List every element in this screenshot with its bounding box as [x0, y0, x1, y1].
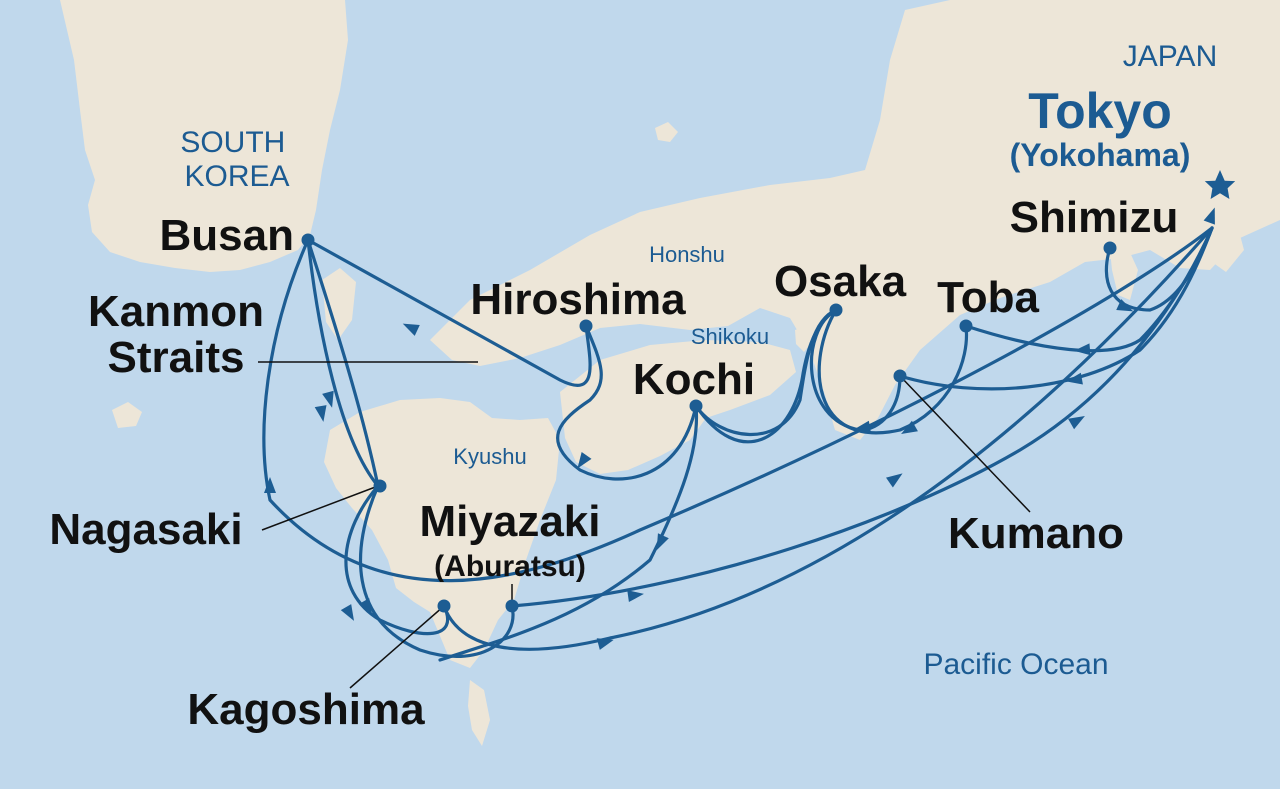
port-label-toba: Toba: [937, 273, 1039, 322]
shikoku-landmass: [560, 340, 796, 474]
route-arrow: [1066, 372, 1083, 385]
route-arrow: [886, 473, 903, 488]
port-label-kagoshima: Kagoshima: [187, 685, 425, 734]
port-dot-nagasaki: [373, 479, 387, 493]
port-dot-hiroshima: [579, 319, 593, 333]
route-arrow: [1116, 299, 1134, 312]
port-dot-miyazaki: [505, 599, 519, 613]
route-arrow: [901, 420, 918, 434]
route-hiroshima-kochi: [556, 324, 698, 481]
route-arrow: [1068, 416, 1085, 430]
route-arrow: [402, 323, 420, 336]
route-arrow: [322, 390, 334, 408]
korea-landmass: [60, 0, 348, 272]
route-kochi-south: [438, 404, 699, 662]
izu-peninsula: [1110, 248, 1138, 300]
route-tokyo-busan: [262, 226, 1214, 583]
port-label-hiroshima: Hiroshima: [470, 275, 686, 324]
leader-lines: [258, 361, 1031, 689]
port-dot-shimizu: [1103, 241, 1117, 255]
port-label-osaka: Osaka: [774, 257, 907, 306]
port-markers: [301, 170, 1236, 613]
iki-island: [112, 402, 142, 428]
route-osaka-toba: [817, 308, 969, 435]
route-arrow: [577, 452, 592, 469]
honshu-landmass: [430, 0, 1280, 440]
route-arrow: [656, 533, 669, 551]
route-arrow: [596, 638, 614, 650]
tsushima-island: [322, 268, 356, 340]
island-label-shikoku: Shikoku: [691, 324, 769, 349]
route-kagoshima-tokyo: [442, 226, 1214, 651]
port-label-miyazaki-sub: (Aburatsu): [434, 550, 586, 583]
port-label-shimizu: Shimizu: [1010, 193, 1179, 242]
port-label-nagasaki: Nagasaki: [49, 505, 242, 554]
port-label-tokyo: Tokyo: [1028, 83, 1172, 139]
island-label-honshu: Honshu: [649, 242, 725, 267]
land: [60, 0, 1280, 746]
port-dot-busan: [301, 233, 315, 247]
oki-island: [655, 122, 678, 142]
kyushu-landmass: [324, 398, 560, 668]
port-dot-toba: [959, 319, 973, 333]
awaji-island: [795, 326, 812, 352]
port-dot-kumano: [893, 369, 907, 383]
port-label-busan: Busan: [160, 211, 294, 260]
port-dot-kagoshima: [437, 599, 451, 613]
port-label-straits: Straits: [108, 333, 245, 382]
route-arrow: [264, 477, 276, 493]
region-labels: SOUTH KOREA JAPAN Honshu Shikoku Kyushu …: [180, 40, 1217, 681]
route-busan-hiroshima: [306, 238, 592, 387]
route-arrow: [358, 598, 372, 615]
country-label-south-korea: SOUTH KOREA: [180, 126, 293, 193]
leader-kagoshima: [349, 605, 445, 689]
tanegashima-island: [468, 680, 490, 746]
route-nagasaki-miyazaki: [358, 484, 515, 659]
port-labels: Tokyo (Yokohama) Shimizu Busan Hiroshima…: [49, 83, 1190, 734]
route-arrow: [1203, 207, 1215, 225]
route-arrow: [314, 405, 327, 422]
boso-peninsula: [1205, 220, 1244, 272]
leader-kumano: [899, 375, 1031, 513]
route-arrow: [340, 604, 354, 621]
route-arrows: [264, 207, 1215, 650]
port-label-kumano: Kumano: [948, 509, 1124, 558]
route-arrow: [627, 590, 644, 603]
port-label-tokyo-sub: (Yokohama): [1010, 137, 1191, 173]
port-label-miyazaki: Miyazaki: [420, 497, 601, 546]
route-busan-kanmon-loop-a: [306, 238, 380, 488]
leader-nagasaki: [261, 485, 379, 531]
country-label-japan: JAPAN: [1123, 40, 1217, 73]
route-arrow: [1074, 343, 1091, 356]
ocean-label-pacific: Pacific Ocean: [923, 648, 1108, 681]
port-dot-kochi: [689, 399, 703, 413]
island-label-kyushu: Kyushu: [453, 444, 526, 469]
port-dot-osaka: [829, 303, 843, 317]
port-label-kanmon: Kanmon: [88, 287, 264, 336]
star-icon: [1204, 170, 1236, 199]
port-label-kochi: Kochi: [633, 355, 755, 404]
cruise-routes: [262, 226, 1214, 662]
route-busan-kanmon-loop-b: [306, 238, 380, 488]
route-arrow: [854, 420, 871, 433]
